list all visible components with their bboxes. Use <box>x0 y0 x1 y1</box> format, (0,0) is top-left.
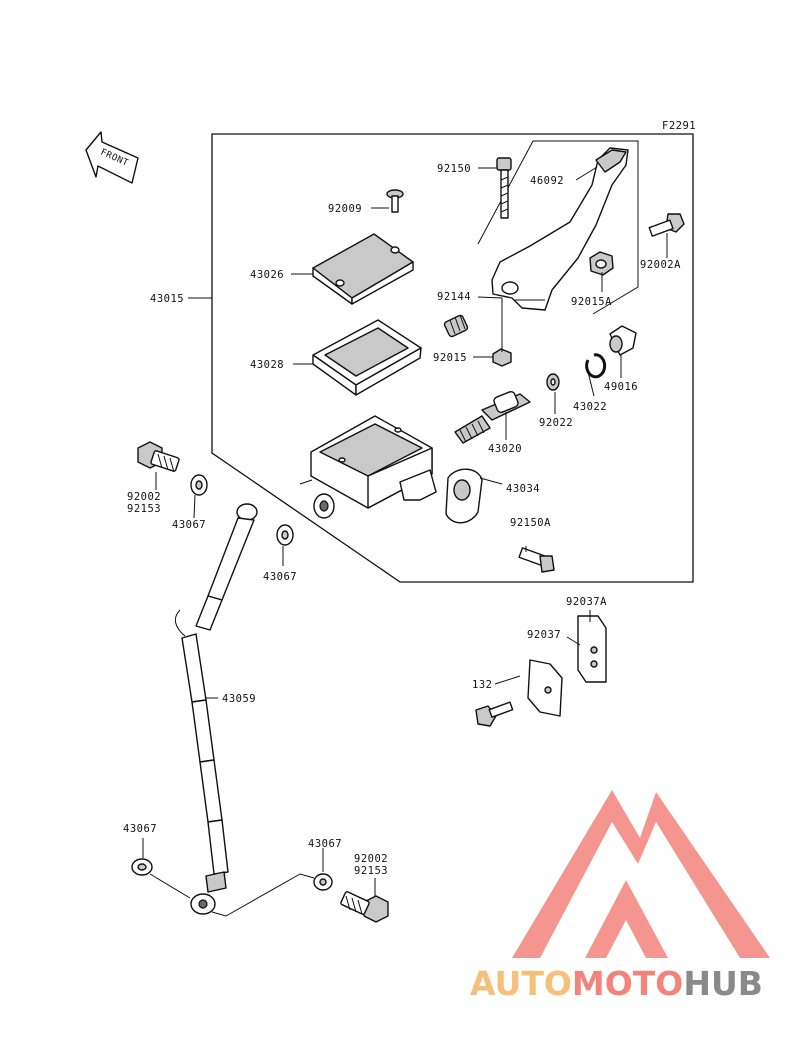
label-92150A: 92150A <box>510 517 551 529</box>
label-43059: 43059 <box>222 693 256 705</box>
brake-hose <box>174 503 258 915</box>
bracket-132 <box>527 659 563 717</box>
label-92150: 92150 <box>437 163 471 175</box>
boot-49016 <box>609 325 637 356</box>
label-92002-top: 92002 <box>127 491 161 503</box>
label-92153-bottom: 92153 <box>354 865 388 877</box>
washer-43067-a <box>190 474 208 496</box>
nut-92015 <box>492 348 512 367</box>
pivot-bolt <box>496 157 512 219</box>
label-92002-bottom: 92002 <box>354 853 388 865</box>
label-43067-a: 43067 <box>172 519 206 531</box>
label-49016: 49016 <box>604 381 638 393</box>
label-92153-top: 92153 <box>127 503 161 515</box>
bolt-132 <box>475 701 514 727</box>
label-43026: 43026 <box>250 269 284 281</box>
label-43022: 43022 <box>573 401 607 413</box>
front-arrow-icon: FRONT <box>85 131 139 184</box>
diaphragm <box>312 319 422 396</box>
banjo-bolt-top <box>137 441 180 473</box>
label-132: 132 <box>472 679 492 691</box>
label-92144: 92144 <box>437 291 471 303</box>
assembly-frame <box>211 133 694 583</box>
label-43067-b: 43067 <box>263 571 297 583</box>
watermark-logo-icon <box>512 790 770 958</box>
watermark-moto: MOTO <box>572 964 683 1003</box>
screw-92009 <box>386 189 404 213</box>
watermark-auto: AUTO <box>470 964 572 1003</box>
clamp-43034 <box>445 468 483 524</box>
label-43067-c: 43067 <box>123 823 157 835</box>
label-92037: 92037 <box>527 629 561 641</box>
label-92015A: 92015A <box>571 296 612 308</box>
washer-43067-c <box>131 858 153 876</box>
label-92037A: 92037A <box>566 596 607 608</box>
label-43067-d: 43067 <box>308 838 342 850</box>
label-43034: 43034 <box>506 483 540 495</box>
nut-92015A <box>589 251 614 276</box>
washer-92022 <box>546 373 560 391</box>
label-92002A: 92002A <box>640 259 681 271</box>
brake-lever <box>491 147 629 311</box>
label-46092: 46092 <box>530 175 564 187</box>
reservoir-cap <box>312 233 414 305</box>
spring-92144 <box>443 314 469 338</box>
figure-code: F2291 <box>662 120 696 132</box>
part-labels: 92150 46092 92009 92002A 43026 43015 921… <box>123 163 681 877</box>
svg-text:AUTOMOTOHUB: AUTOMOTOHUB <box>470 964 763 1003</box>
lever-box <box>477 140 639 315</box>
label-43028: 43028 <box>250 359 284 371</box>
bracket-92037 <box>577 615 607 683</box>
banjo-bolt-bottom <box>340 891 389 923</box>
washer-43067-d <box>313 873 333 891</box>
circlip-43022 <box>585 353 607 379</box>
label-43015: 43015 <box>150 293 184 305</box>
piston-43020 <box>454 390 531 444</box>
label-92022: 92022 <box>539 417 573 429</box>
bolt-92150A <box>518 547 555 573</box>
watermark-hub: HUB <box>683 964 763 1003</box>
washer-43067-b <box>276 524 294 546</box>
bolt-92002A <box>648 213 685 237</box>
watermark-wordmark: AUTOMOTOHUB <box>470 964 763 1003</box>
label-92015: 92015 <box>433 352 467 364</box>
label-92009: 92009 <box>328 203 362 215</box>
leader-lines <box>142 166 668 917</box>
master-cylinder-body <box>299 415 437 519</box>
label-43020: 43020 <box>488 443 522 455</box>
